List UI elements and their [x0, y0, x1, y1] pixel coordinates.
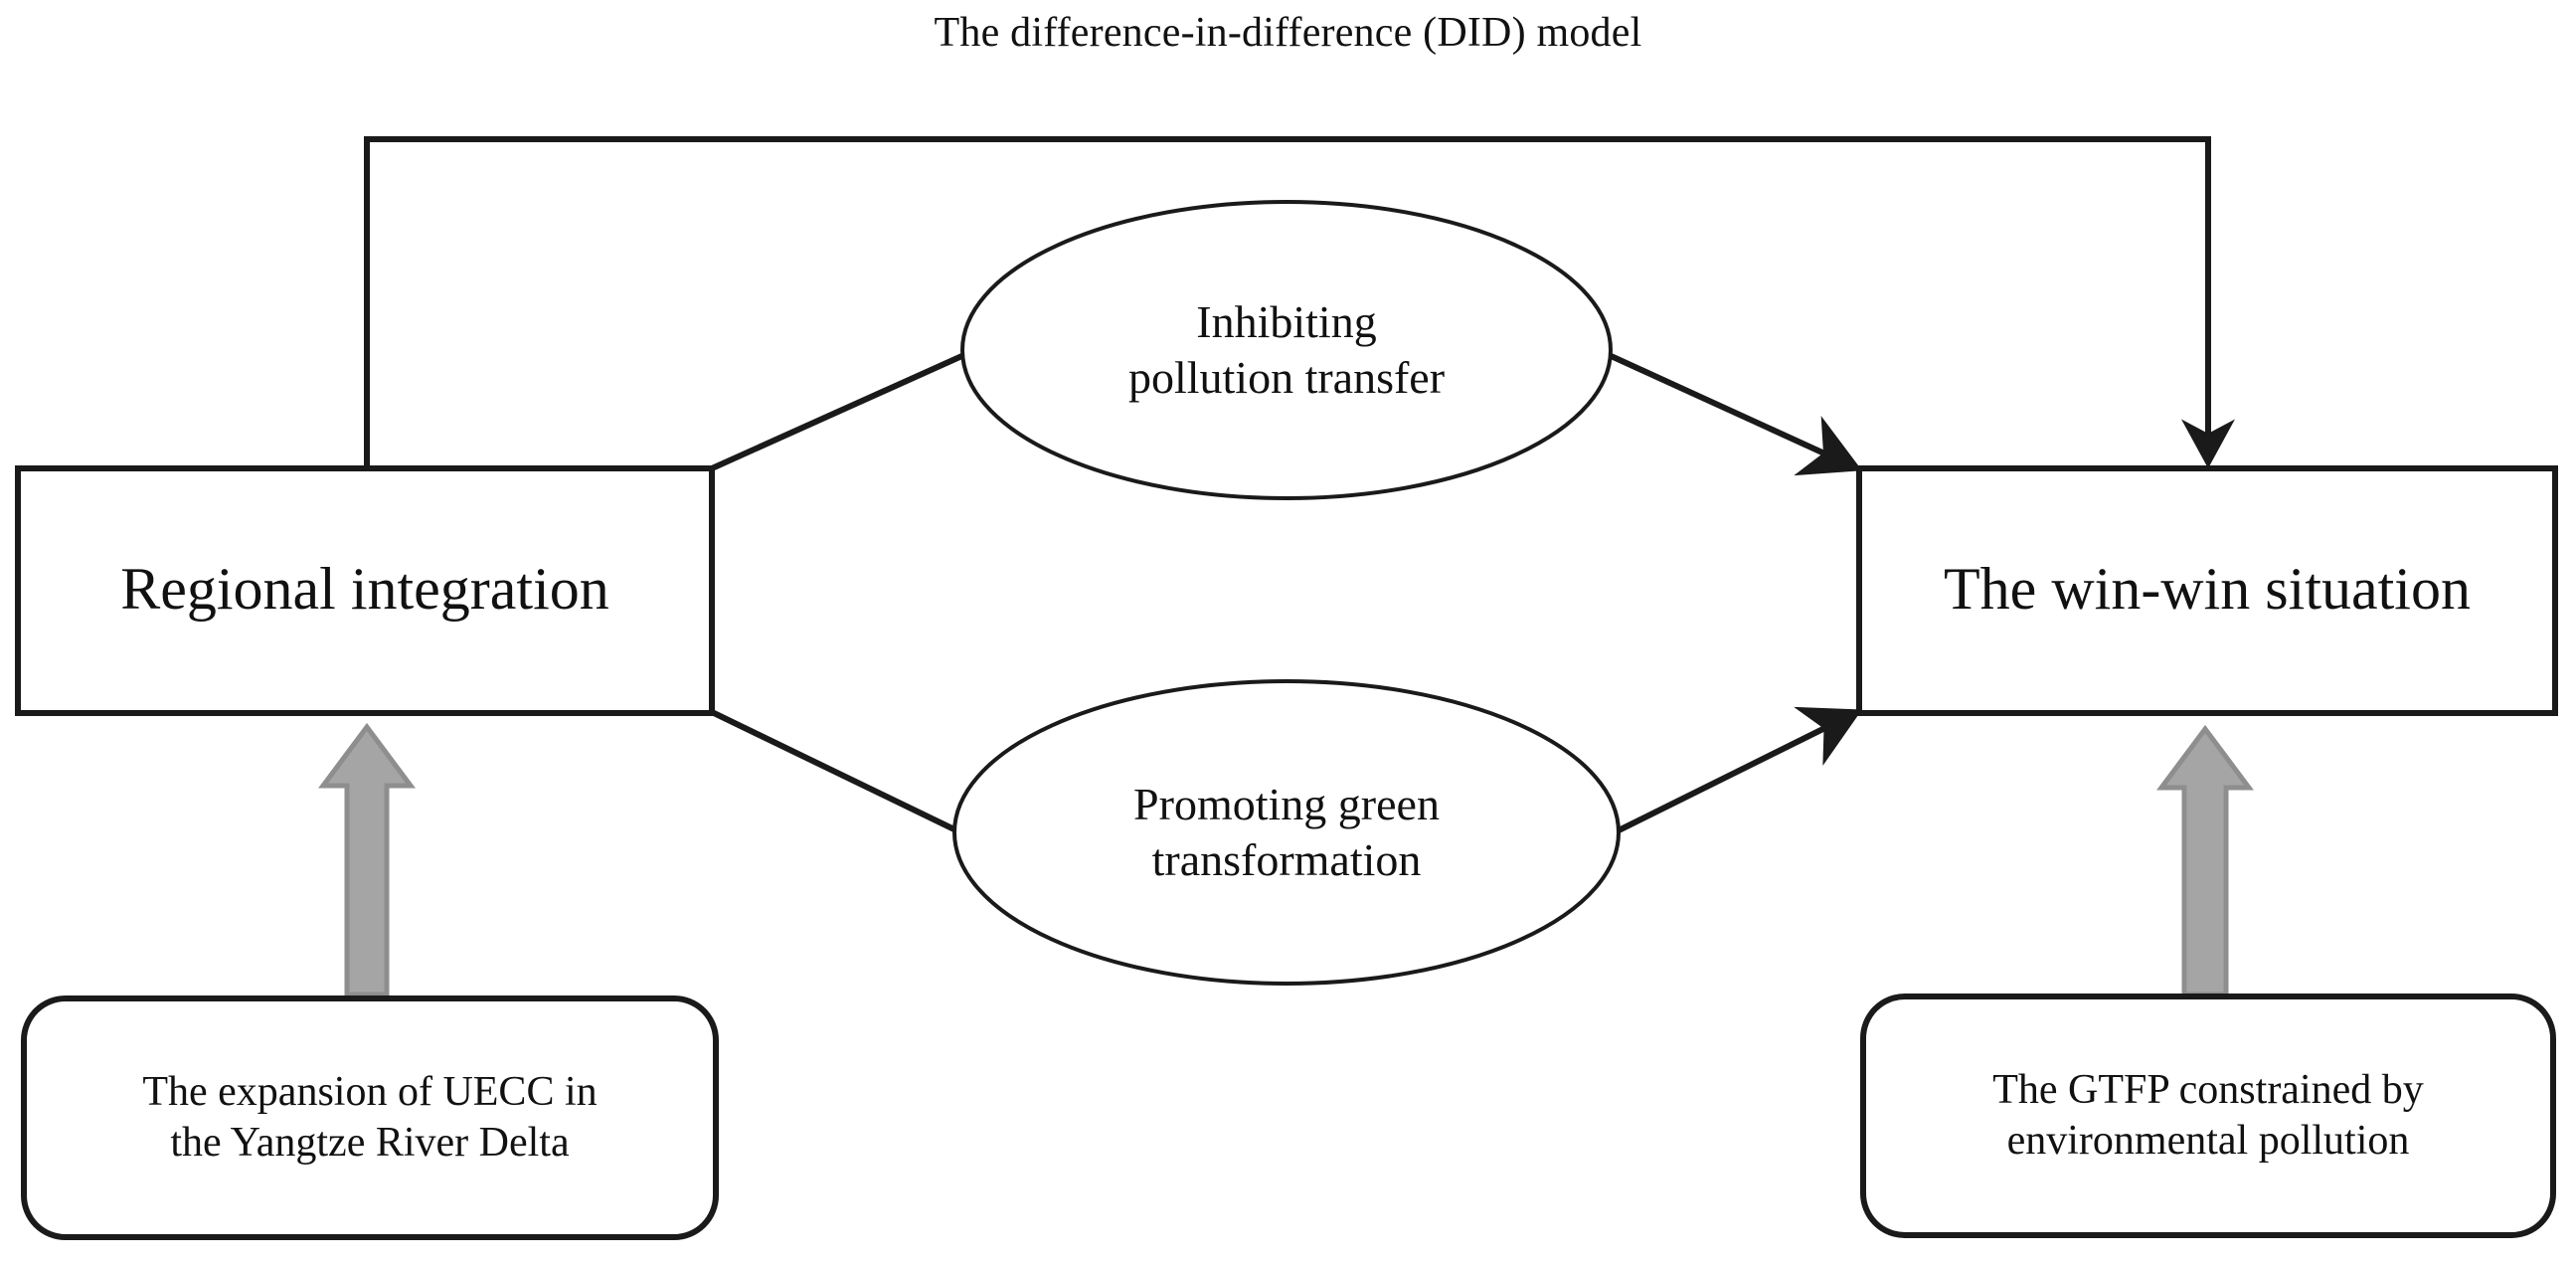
connector-feedback-loop: [364, 136, 2235, 469]
node-regional-integration-box: [15, 465, 715, 716]
feedback-loop-path: [364, 136, 2235, 469]
upper-path-out-segment: [1605, 351, 1863, 476]
connector-right-input-gray-arrow: [2156, 724, 2254, 997]
gray-up-arrow-right: [2156, 724, 2254, 997]
connector-upper-path: [710, 351, 1863, 476]
node-win-win-situation-box: [1856, 465, 2558, 716]
node-promoting-green-transformation-ellipse: [952, 679, 1621, 986]
lower-path-out-segment: [1615, 706, 1862, 834]
connector-left-input-gray-arrow: [318, 722, 416, 997]
upper-path-in-segment: [710, 351, 968, 471]
lower-path-in-segment: [710, 709, 960, 834]
node-uecc-expansion-box: [21, 995, 719, 1240]
gray-up-arrow-left: [318, 722, 416, 997]
node-gtfp-constrained-box: [1860, 994, 2556, 1238]
node-inhibiting-pollution-transfer-ellipse: [960, 200, 1613, 500]
connector-lower-path: [710, 706, 1862, 834]
